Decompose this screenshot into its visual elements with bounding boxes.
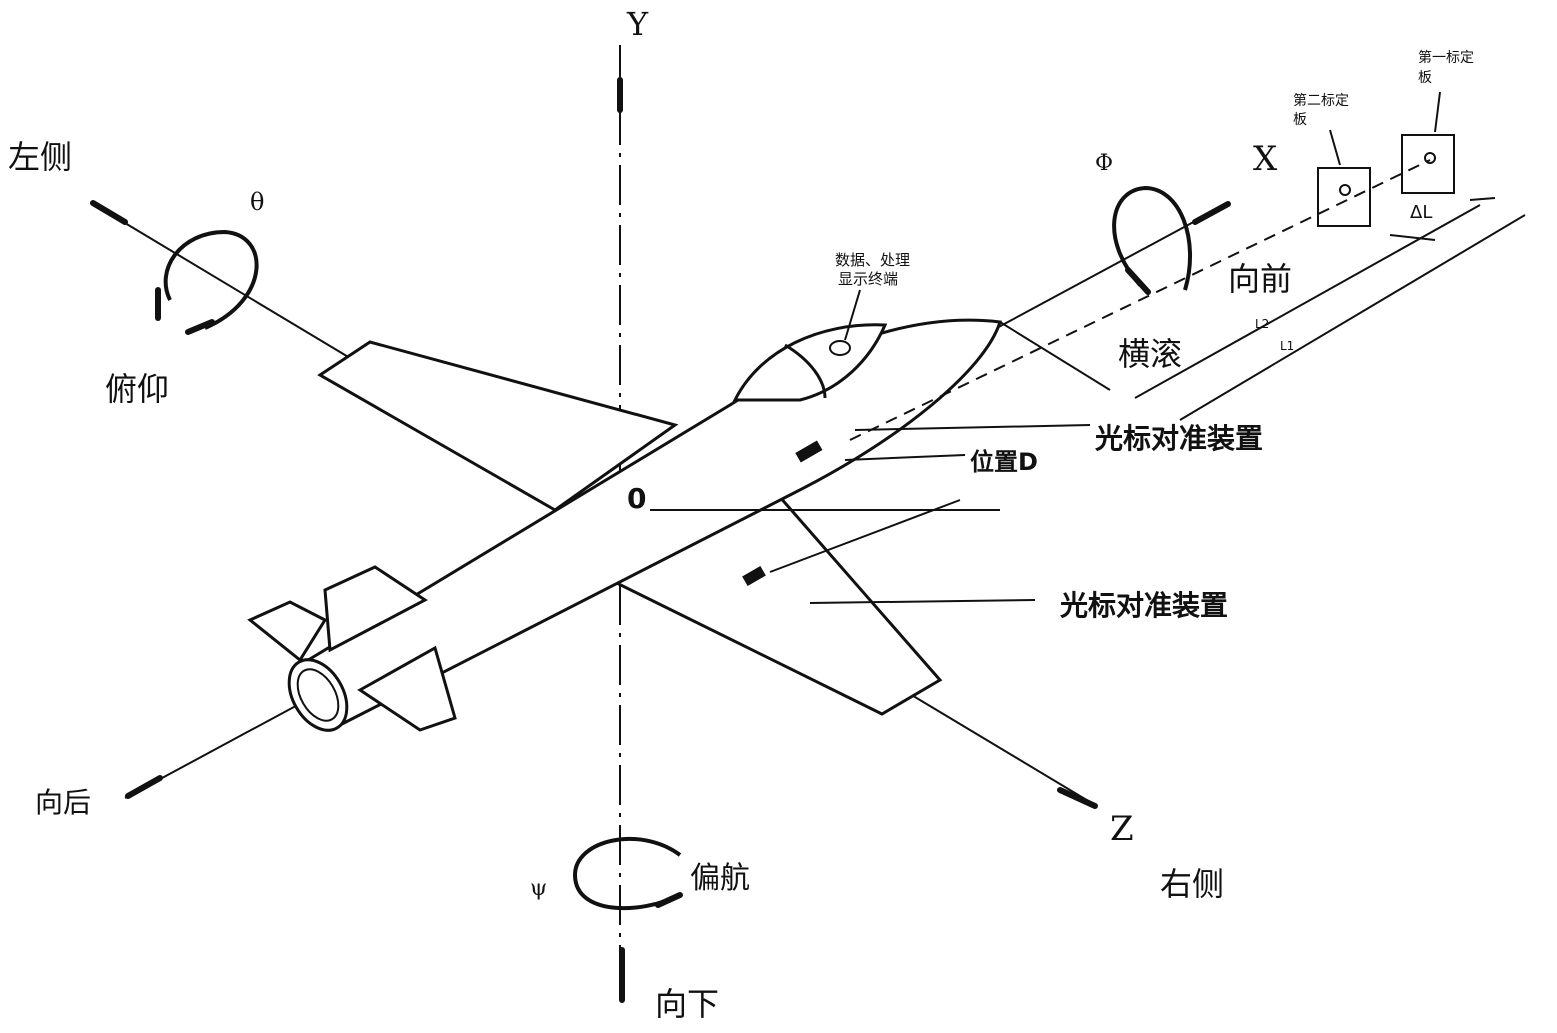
- display-terminal-label-2: 显示终端: [838, 270, 898, 288]
- position-d-label: 位置D: [970, 448, 1038, 476]
- display-terminal-label-1: 数据、处理: [835, 251, 910, 269]
- display-terminal-icon: [829, 340, 851, 356]
- leader-lines: [650, 159, 1431, 604]
- roll-symbol: Φ: [1095, 151, 1113, 176]
- roll-arrow: [1125, 267, 1151, 295]
- axis-arrows: [90, 77, 1231, 1003]
- board2-leader: [1329, 129, 1341, 166]
- right-side-label: 右侧: [1160, 865, 1224, 903]
- cursor-upper-leader: [854, 424, 1091, 431]
- x-front-arrow: [1192, 201, 1231, 225]
- line-of-sight: [849, 159, 1431, 441]
- first-board-label-1: 第一标定: [1418, 49, 1474, 66]
- second-board-label-1: 第二标定: [1293, 92, 1349, 109]
- left-wing: [317, 340, 679, 512]
- rotation-arrow-heads: [155, 267, 1151, 908]
- first-calibration-board: [1401, 134, 1455, 194]
- l1-label: L1: [1280, 339, 1294, 353]
- l2-label: L2: [1255, 317, 1269, 331]
- calibration-boards: [1134, 91, 1526, 421]
- x-axis-label: X: [1253, 139, 1278, 179]
- y-axis-label: Y: [626, 5, 649, 43]
- labels: Y X Z 0 左侧 右侧 向前 向后 向下 θ 俯仰 Φ 横滚 ψ 偏航 数据…: [8, 5, 1474, 1023]
- board1-leader: [1434, 91, 1441, 133]
- roll-label: 横滚: [1118, 335, 1182, 373]
- cursor-lower-leader-b: [809, 599, 1036, 604]
- lower-tail-fin: [357, 645, 457, 732]
- delta-l-tick-b: [1469, 197, 1496, 201]
- yaw-arrow: [655, 892, 683, 908]
- delta-l-tick-a: [1389, 234, 1436, 241]
- engine-nozzle-inner: [296, 668, 340, 722]
- cursor-device-marker-lower: [742, 565, 766, 587]
- down-label: 向下: [655, 985, 719, 1023]
- yaw-symbol: ψ: [530, 876, 547, 901]
- x-rear-arrow: [125, 775, 163, 799]
- canopy-frame: [784, 343, 827, 399]
- cursor-device-upper-label: 光标对准装置: [1094, 422, 1263, 455]
- second-board-label-2: 板: [1293, 112, 1307, 128]
- roll-arc: [1112, 185, 1192, 291]
- terminal-leader: [844, 289, 861, 341]
- yaw-arc: [572, 836, 682, 911]
- nose-line: [999, 321, 1111, 391]
- upper-tail-fin: [323, 565, 428, 653]
- z-right-arrow: [1057, 787, 1098, 809]
- cursor-device-marker-upper: [795, 440, 823, 463]
- rotation-arcs: [163, 185, 1192, 911]
- origin-label: 0: [627, 482, 646, 515]
- pitch-label: 俯仰: [105, 370, 169, 408]
- second-board-target: [1339, 184, 1351, 196]
- l1-dimension: [1179, 214, 1526, 421]
- cursor-lower-leader-a: [769, 499, 961, 573]
- first-board-target: [1424, 152, 1436, 164]
- l2-dimension: [1134, 204, 1481, 399]
- position-d-leader: [844, 454, 966, 461]
- z-left-arrow: [90, 200, 128, 225]
- first-board-label-2: 板: [1418, 70, 1432, 86]
- aircraft: [247, 318, 1111, 732]
- z-axis-label: Z: [1110, 809, 1134, 849]
- delta-l-label: ΔL: [1410, 202, 1432, 223]
- left-side-label: 左侧: [8, 138, 72, 176]
- pitch-arrow-a: [185, 319, 215, 335]
- second-calibration-board: [1317, 167, 1371, 227]
- forward-label: 向前: [1228, 260, 1292, 298]
- left-tail-fin: [247, 600, 328, 663]
- yaw-label: 偏航: [690, 861, 750, 896]
- backward-label: 向后: [35, 786, 91, 819]
- pitch-arc: [163, 229, 259, 330]
- cursor-device-lower-label: 光标对准装置: [1059, 589, 1228, 622]
- pitch-symbol: θ: [250, 188, 264, 216]
